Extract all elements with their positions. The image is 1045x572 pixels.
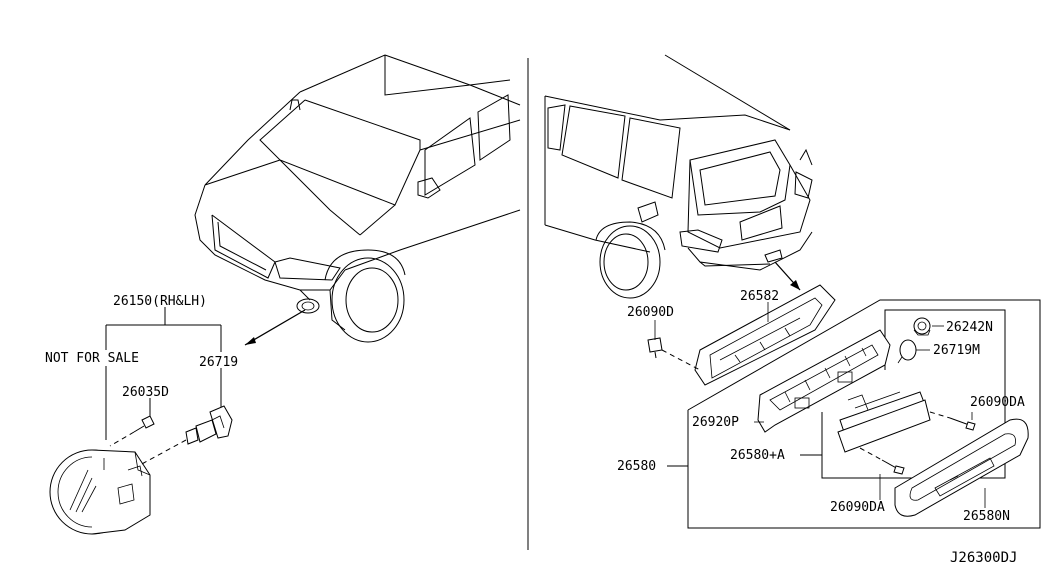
label-screw-right-bottom: 26090DA	[830, 500, 885, 515]
fog-lamp-callout-bracket	[105, 307, 222, 440]
label-bulb-socket: 26242N	[946, 320, 993, 335]
label-fog-lamp-assembly: 26150(RH&LH)	[113, 294, 207, 309]
lens-bezel	[894, 418, 1029, 517]
license-bulb	[897, 339, 917, 364]
label-not-for-sale: NOT FOR SALE	[45, 351, 139, 366]
rear-vehicle-illustration	[544, 54, 813, 299]
label-fog-bulb: 26719	[199, 355, 238, 370]
screw-left	[647, 337, 701, 371]
front-vehicle-illustration	[194, 54, 521, 343]
finisher-upper	[694, 284, 836, 386]
license-lamp-assembly-box	[667, 299, 1041, 529]
lamp-sub-assembly-box	[800, 309, 1006, 479]
label-license-assembly: 26580	[617, 459, 656, 474]
right-leader-lines	[654, 302, 986, 508]
rear-pointer-arrow	[774, 261, 801, 291]
front-pointer-arrow	[244, 309, 306, 346]
label-finisher-upper: 26582	[740, 289, 779, 304]
fog-bulb	[139, 405, 233, 466]
fog-lamp-unit	[49, 449, 151, 535]
lamp-body	[837, 391, 931, 453]
label-lamp-sub-assembly: 26580+A	[730, 448, 785, 463]
diagram-id: J26300DJ	[950, 550, 1017, 566]
label-license-bulb: 26719M	[933, 343, 980, 358]
fog-screw	[109, 415, 155, 447]
screw-right-top	[929, 411, 976, 431]
label-screw-left: 26090D	[627, 305, 674, 320]
label-lens-bezel: 26580N	[963, 509, 1010, 524]
label-fog-screw: 26035D	[122, 385, 169, 400]
screw-right-bottom	[859, 447, 905, 475]
label-bracket: 26920P	[692, 415, 739, 430]
bulb-socket	[913, 317, 931, 336]
label-screw-right-top: 26090DA	[970, 395, 1025, 410]
